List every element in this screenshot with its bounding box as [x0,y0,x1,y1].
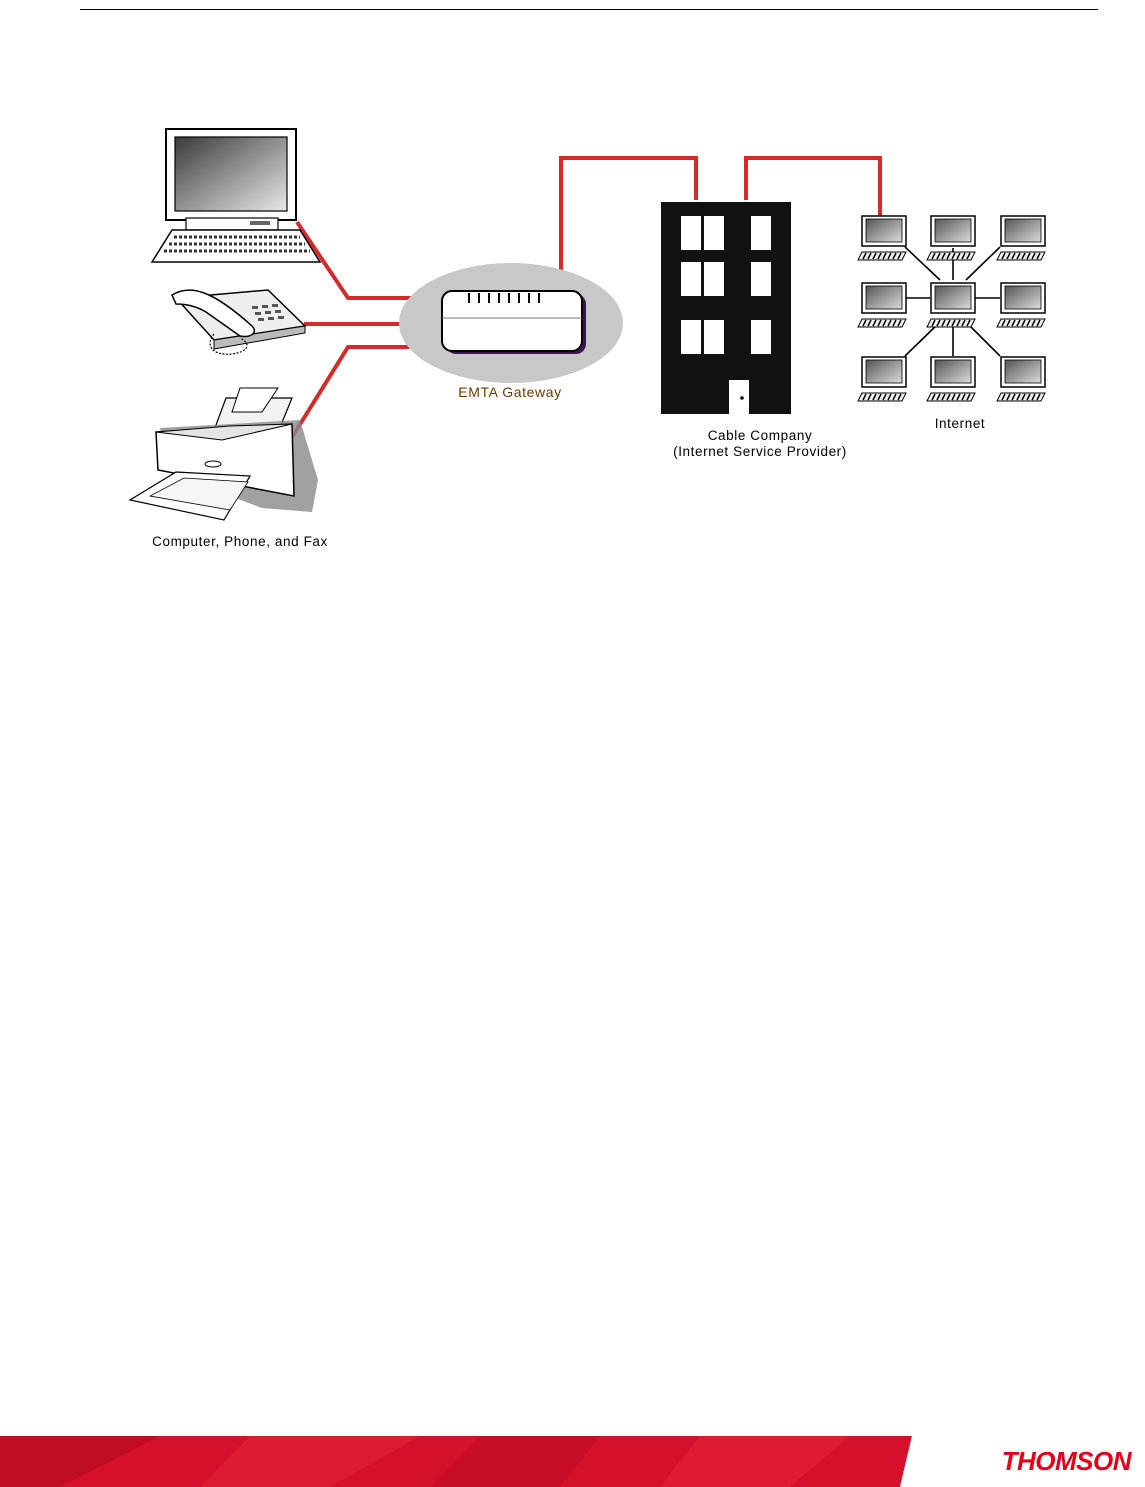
gateway-device-icon [399,263,623,383]
network-diagram [128,128,1046,521]
network-computer-icon [857,282,907,328]
network-computer-icon [926,215,976,261]
network-computer-icon [926,356,976,402]
telephone-icon [171,289,307,355]
cable-company-label: Cable Company (Internet Service Provider… [610,428,910,460]
header-rule [80,9,1098,10]
network-computer-icon [996,282,1046,328]
network-computer-icon [926,282,976,328]
building-icon [661,202,791,414]
thomson-logo: THOMSON [1001,1446,1132,1476]
network-computer-icon [996,356,1046,402]
network-computer-icon [996,215,1046,261]
client-devices-label: Computer, Phone, and Fax [152,534,328,549]
cable-company-label-line1: Cable Company [707,428,813,443]
internet-label: Internet [934,416,986,431]
emta-gateway-label: EMTA Gateway [458,384,562,400]
footer-band [0,1436,1145,1487]
internet-network [857,215,1046,402]
network-computer-icon [857,215,907,261]
printer-icon [128,387,318,521]
cable-company-label-line2: (Internet Service Provider) [673,444,847,459]
network-computer-icon [857,356,907,402]
computer-icon [150,128,322,263]
